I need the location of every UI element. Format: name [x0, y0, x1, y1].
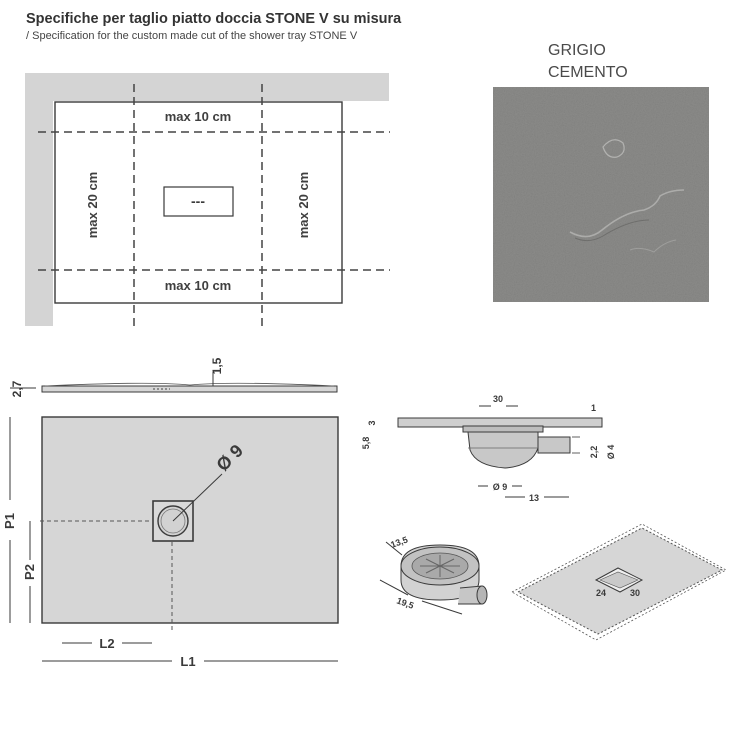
outlet-height-label: 2,2 — [589, 446, 599, 459]
cut-right-label: max 20 cm — [296, 172, 311, 239]
tray-profile: 1,5 2,7 — [10, 357, 338, 397]
page-title: Specifiche per taglio piatto doccia STON… — [26, 11, 402, 27]
section-height-label: 5,8 — [361, 437, 371, 450]
outlet-length-label: 13 — [529, 493, 539, 503]
pipe-diameter-label: Ø 9 — [493, 482, 508, 492]
l1-label: L1 — [180, 654, 195, 669]
cut-diagram: --- max 10 cm max 10 cm max 20 cm max 20… — [25, 73, 390, 326]
drain-section: 30 1 3 5,8 2,2 Ø 4 Ø 9 13 — [361, 394, 616, 503]
recess-length-label: 30 — [630, 588, 640, 598]
cut-bottom-label: max 10 cm — [165, 278, 232, 293]
drain-iso: 13,5 19,5 — [379, 534, 488, 615]
color-swatch — [493, 87, 709, 302]
thickness-label: 2,7 — [10, 380, 24, 397]
iso-top-label: 13,5 — [389, 534, 409, 549]
color-name-line1: GRIGIO — [548, 42, 606, 59]
tray-top-view: Ø 9 P1 P2 L2 L1 — [2, 416, 339, 669]
color-name: GRIGIO CEMENTO — [548, 40, 628, 84]
l2-label: L2 — [99, 636, 114, 651]
iso-length-label: 19,5 — [395, 595, 415, 610]
section-width-label: 30 — [493, 394, 503, 404]
outlet-diameter-label: Ø 4 — [606, 445, 616, 460]
slope-label: 1,5 — [210, 357, 224, 374]
p2-label: P2 — [22, 564, 37, 580]
cut-top-label: max 10 cm — [165, 109, 232, 124]
section-depth-label: 3 — [367, 420, 377, 425]
drain-mark: --- — [191, 193, 205, 209]
p1-label: P1 — [2, 513, 17, 529]
page-subtitle: / Specification for the custom made cut … — [26, 30, 358, 42]
cut-left-label: max 20 cm — [85, 172, 100, 239]
recess-width-label: 24 — [596, 588, 606, 598]
tray-iso: 24 30 — [511, 523, 727, 641]
color-name-line2: CEMENTO — [548, 64, 628, 81]
section-edge-label: 1 — [591, 403, 596, 413]
